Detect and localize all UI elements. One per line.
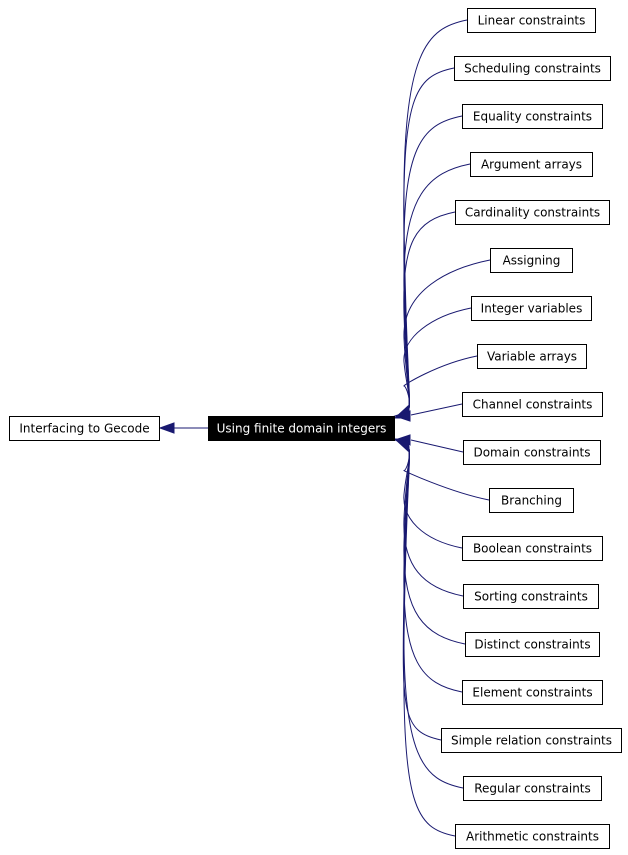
node-label: Assigning xyxy=(503,254,561,268)
node-label: Scheduling constraints xyxy=(464,62,601,76)
node-label: Linear constraints xyxy=(478,14,586,28)
node-label: Using finite domain integers xyxy=(217,422,387,436)
node-sorting-constraints[interactable]: Sorting constraints xyxy=(463,584,599,609)
node-scheduling-constraints[interactable]: Scheduling constraints xyxy=(454,56,611,81)
node-regular-constraints[interactable]: Regular constraints xyxy=(463,776,602,801)
node-element-constraints[interactable]: Element constraints xyxy=(462,680,603,705)
edge-child-6 xyxy=(403,307,472,417)
node-distinct-constraints[interactable]: Distinct constraints xyxy=(465,632,600,657)
node-label: Equality constraints xyxy=(473,110,592,124)
node-variable-arrays[interactable]: Variable arrays xyxy=(477,344,587,369)
edge-child-2 xyxy=(403,115,463,417)
edge-child-17 xyxy=(403,440,456,837)
node-label: Element constraints xyxy=(472,686,592,700)
node-label: Channel constraints xyxy=(473,398,593,412)
node-label: Variable arrays xyxy=(487,350,577,364)
node-label: Simple relation constraints xyxy=(451,734,612,748)
nodes-layer: Interfacing to Gecode Using finite domai… xyxy=(9,8,622,849)
edge-child-9 xyxy=(410,439,464,453)
node-domain-constraints[interactable]: Domain constraints xyxy=(463,440,601,465)
node-label: Sorting constraints xyxy=(474,590,588,604)
edge-child-13 xyxy=(403,440,466,645)
node-label: Domain constraints xyxy=(473,446,590,460)
node-label: Integer variables xyxy=(481,302,583,316)
node-linear-constraints[interactable]: Linear constraints xyxy=(467,8,596,33)
arrowhead-parent xyxy=(158,422,175,434)
node-label: Argument arrays xyxy=(481,158,582,172)
edge-child-11 xyxy=(403,440,463,549)
node-assigning[interactable]: Assigning xyxy=(490,248,573,273)
arrowhead-lower-cluster xyxy=(393,438,410,453)
node-label: Cardinality constraints xyxy=(465,206,600,220)
node-label: Interfacing to Gecode xyxy=(19,422,149,436)
node-label: Branching xyxy=(501,494,562,508)
edges-layer xyxy=(158,19,491,837)
node-equality-constraints[interactable]: Equality constraints xyxy=(462,104,603,129)
edge-child-8 xyxy=(410,403,463,416)
node-argument-arrays[interactable]: Argument arrays xyxy=(470,152,593,177)
node-label: Regular constraints xyxy=(474,782,591,796)
edge-child-15 xyxy=(402,440,442,741)
node-label: Distinct constraints xyxy=(474,638,590,652)
node-interfacing-to-gecode[interactable]: Interfacing to Gecode xyxy=(9,416,160,441)
node-integer-variables[interactable]: Integer variables xyxy=(471,296,592,321)
node-arithmetic-constraints[interactable]: Arithmetic constraints xyxy=(455,824,610,849)
edge-child-12 xyxy=(403,440,464,597)
edge-child-7 xyxy=(403,355,478,417)
node-label: Arithmetic constraints xyxy=(466,830,599,844)
edge-child-14 xyxy=(403,440,463,693)
node-cardinality-constraints[interactable]: Cardinality constraints xyxy=(455,200,610,225)
node-using-finite-domain-integers: Using finite domain integers xyxy=(208,416,395,441)
node-boolean-constraints[interactable]: Boolean constraints xyxy=(462,536,603,561)
node-branching[interactable]: Branching xyxy=(489,488,574,513)
node-channel-constraints[interactable]: Channel constraints xyxy=(462,392,603,417)
arrowhead-upper-direct xyxy=(393,410,411,422)
node-label: Boolean constraints xyxy=(473,542,592,556)
edge-child-4 xyxy=(403,211,456,417)
node-simple-relation-constraints[interactable]: Simple relation constraints xyxy=(441,728,622,753)
